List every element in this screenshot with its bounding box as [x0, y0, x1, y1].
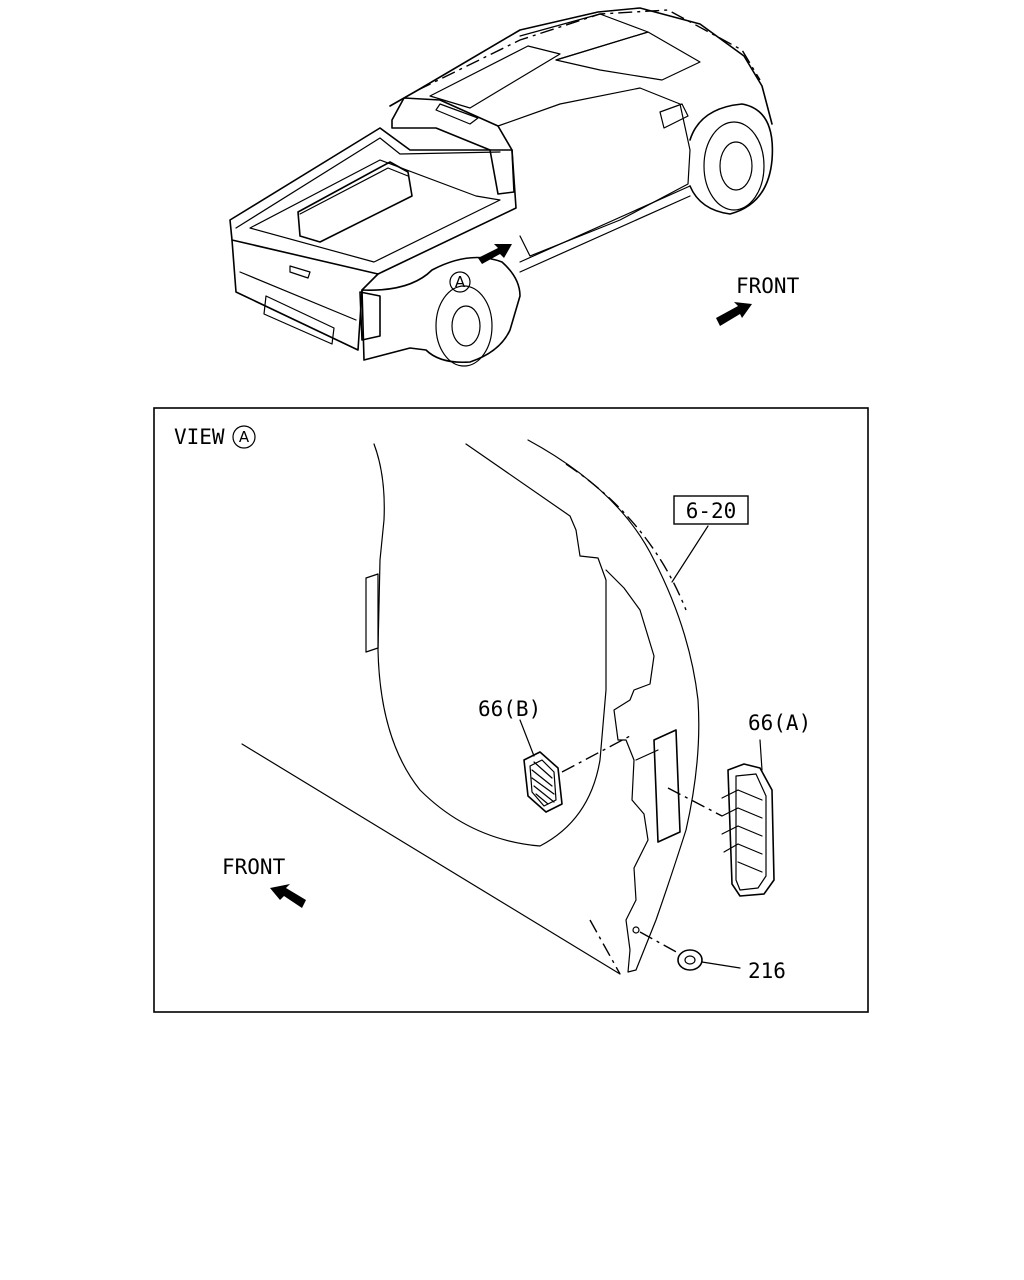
part-66a-label: 66(A)	[748, 711, 811, 735]
front-label-bottom: FRONT	[222, 855, 286, 879]
part-216-label: 216	[748, 959, 786, 983]
view-title-marker-label: A	[239, 428, 250, 446]
part-66b-label: 66(B)	[478, 697, 541, 721]
front-label-top: FRONT	[736, 274, 800, 298]
ref-6-20-label: 6-20	[686, 499, 737, 523]
truck-illustration	[229, 7, 774, 367]
view-title: VIEW	[174, 425, 225, 449]
body-panel	[241, 439, 700, 975]
direction-arrow-icon	[270, 884, 306, 908]
detail-view-frame	[153, 407, 869, 1013]
vent-grille-66a	[721, 763, 775, 897]
direction-arrow-icon	[716, 302, 752, 326]
vent-grille-66b	[523, 751, 563, 813]
view-a-marker: A	[449, 271, 471, 293]
direction-arrow-icon	[478, 244, 512, 264]
view-title-marker: A	[232, 425, 256, 449]
grommet-216	[677, 949, 703, 971]
view-a-marker-label: A	[455, 273, 466, 291]
ref-6-20-box	[673, 495, 749, 525]
